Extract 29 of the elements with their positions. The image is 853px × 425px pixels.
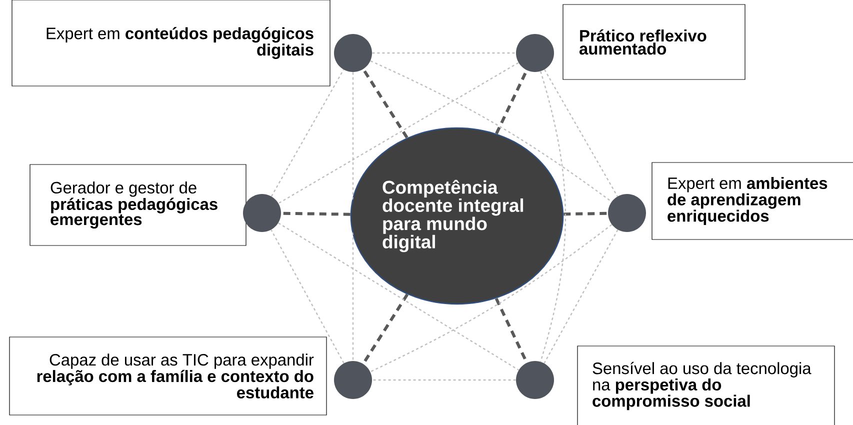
connector-line: [278, 222, 519, 370]
connector-line: [372, 52, 516, 54]
connector-line: [270, 69, 344, 197]
circle-marker: [516, 34, 554, 72]
circle-marker: [608, 194, 646, 232]
connector-line: [540, 71, 566, 362]
connector-line: [372, 379, 516, 381]
connector-line: [544, 69, 618, 197]
circle-marker: [334, 361, 372, 399]
text-box: Prático reflexivo aumentado: [562, 4, 746, 80]
text-box: Sensível ao uso da tecnologia na perspetiva do compromisso social: [577, 346, 835, 425]
circle-marker: [516, 361, 554, 399]
connector-line: [495, 70, 528, 134]
connector-line: [370, 60, 612, 202]
connector-line: [278, 62, 519, 204]
text-box: Capaz de usar as TIC para expandir relação com a família e contexto do estudante: [9, 336, 327, 416]
connector-line: [362, 294, 409, 365]
connector-line: [281, 212, 350, 216]
connector-line: [544, 230, 618, 364]
text-box: Gerador e gestor de práticas pedagógicas emergentes: [30, 164, 246, 246]
connector-line: [362, 68, 408, 139]
connector-line: [564, 212, 608, 216]
connector-line: [370, 224, 612, 372]
circle-marker: [243, 194, 281, 232]
text-box: Expert em conteúdos pedagógicos digitais: [12, 0, 330, 86]
circle-marker: [334, 34, 372, 72]
text-box: Expert em ambientes de aprendizagem enriquecidos: [652, 162, 853, 240]
connector-line: [352, 72, 354, 361]
connector-line: [270, 230, 344, 364]
